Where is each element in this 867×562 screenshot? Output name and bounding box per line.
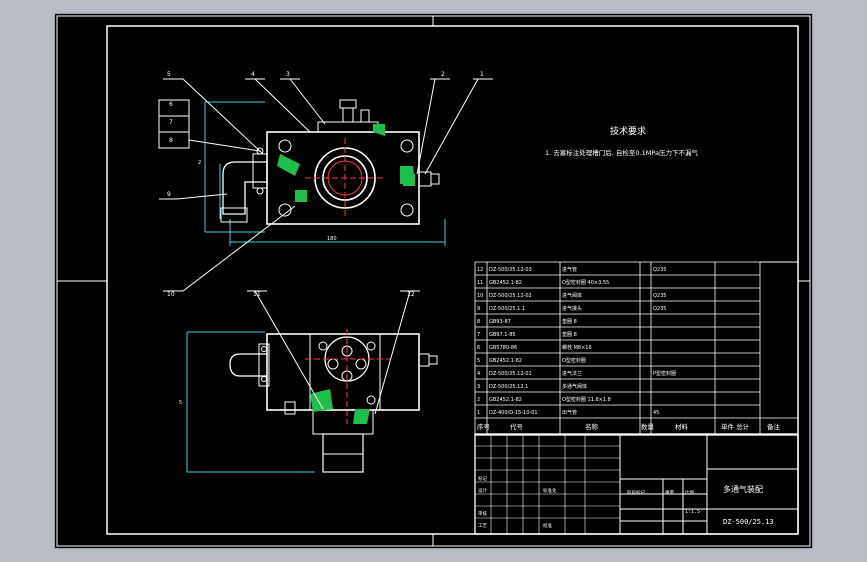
bom-header-5: 单件 总计 bbox=[721, 422, 750, 431]
bom-cell-no: 8 bbox=[477, 319, 480, 325]
bom-cell-name: O型密封圈 11.8×1.8 bbox=[562, 396, 611, 403]
bom-cell-code: GB2452.1-82 bbox=[489, 397, 522, 403]
balloon-1: 1 bbox=[480, 71, 484, 78]
bom-cell-no: 4 bbox=[477, 371, 480, 377]
balloon-7: 7 bbox=[169, 119, 173, 126]
top-view: 180 2 bbox=[158, 71, 493, 298]
balloon-8: 8 bbox=[169, 137, 173, 144]
bom-cell-note: P型密封圈 bbox=[653, 370, 676, 377]
bom-cell-code: GB5780-86 bbox=[489, 345, 517, 351]
tech-requirements-note: 1. 去塞标注处理槽门后, 自检至0.1MPa压力下不漏气 bbox=[545, 148, 698, 157]
bom-cell-no: 12 bbox=[477, 267, 483, 273]
scale-value: 1:1.5 bbox=[685, 509, 700, 515]
bom-cell-name: 进气接头 bbox=[562, 305, 582, 312]
bom-row bbox=[475, 314, 760, 327]
bom-cell-note: 45 bbox=[653, 410, 659, 416]
balloon-12: 12 bbox=[407, 291, 415, 298]
title-name: 多通气装配 bbox=[723, 484, 763, 494]
bom-header-0: 序号 bbox=[477, 422, 491, 431]
balloon-6: 6 bbox=[169, 101, 173, 108]
block-label-stage: 阶段标记 bbox=[627, 489, 645, 496]
bom-cell-code: GB93-87 bbox=[489, 319, 511, 325]
balloon-10: 10 bbox=[167, 291, 175, 298]
bom-cell-no: 3 bbox=[477, 384, 480, 390]
bom-cell-code: DZ-500/25.1.1 bbox=[489, 306, 525, 312]
bom-row bbox=[475, 340, 760, 353]
dim-height-label: 2 bbox=[198, 160, 201, 166]
bom-cell-no: 7 bbox=[477, 332, 480, 338]
bom-cell-no: 10 bbox=[477, 293, 483, 299]
dim-width-label: 180 bbox=[327, 236, 337, 242]
bom-header-1: 代号 bbox=[510, 422, 524, 431]
bom-cell-note: Q235 bbox=[653, 267, 666, 273]
bom-cell-name: 垫圈 8 bbox=[562, 318, 577, 325]
bom-row bbox=[475, 327, 760, 340]
bom-cell-note: Q235 bbox=[653, 306, 666, 312]
bom-header-2: 名称 bbox=[585, 422, 599, 431]
bom-cell-code: DZ-500/25.12-01 bbox=[489, 371, 532, 377]
bom-cell-name: 进气阀体 bbox=[562, 292, 582, 299]
bom-cell-no: 9 bbox=[477, 306, 480, 312]
bom-cell-code: DZ-400/D-15-10-01 bbox=[489, 410, 538, 416]
bom-cell-code: DZ-500/25.12-03 bbox=[489, 267, 532, 273]
drawing-number: DZ-500/25.13 bbox=[723, 518, 774, 526]
assembly-drawing: 180 2 bbox=[56, 15, 811, 547]
bom-cell-code: GB2452.1-82 bbox=[489, 280, 522, 286]
block-label-process: 工艺 bbox=[478, 523, 487, 529]
bom-cell-note: Q235 bbox=[653, 293, 666, 299]
block-label-scale: 比例 bbox=[685, 489, 694, 496]
tech-requirements-title: 技术要求 bbox=[610, 125, 646, 137]
front-view: 5 11 12 bbox=[179, 290, 438, 473]
balloon-3: 3 bbox=[286, 71, 290, 78]
bom-cell-no: 11 bbox=[477, 280, 483, 286]
balloon-9: 9 bbox=[167, 191, 171, 198]
bom-cell-code: DZ-500/25.12.1 bbox=[489, 384, 528, 390]
balloon-2: 2 bbox=[441, 71, 445, 78]
bom-cell-code: GB2452.1-82 bbox=[489, 358, 522, 364]
balloon-11: 11 bbox=[253, 291, 261, 298]
sheet-outer-border bbox=[56, 15, 811, 547]
bom-cell-name: 出气管 bbox=[562, 409, 577, 416]
block-label-std: 标准化 bbox=[543, 487, 557, 494]
bom-cell-code: GB97.1-85 bbox=[489, 332, 516, 338]
bom-cell-name: O型密封圈 bbox=[562, 357, 586, 364]
block-label-design: 设计 bbox=[478, 487, 487, 494]
bom-cell-name: 进气法兰 bbox=[562, 370, 582, 377]
bom-cell-code: DZ-500/25.12-02 bbox=[489, 293, 532, 299]
balloon-4: 4 bbox=[251, 71, 255, 78]
bom-cell-no: 5 bbox=[477, 358, 480, 364]
bom-cell-name: 进气管 bbox=[562, 266, 577, 273]
bom-header-3: 数量 bbox=[641, 422, 655, 431]
cad-drawing-sheet: 180 2 bbox=[55, 14, 812, 548]
bom-cell-name: 螺栓 M8×16 bbox=[562, 344, 592, 351]
bom-cell-name: O型密封圈 40×3.55 bbox=[562, 279, 609, 286]
bom-cell-name: 垫圈 8 bbox=[562, 331, 577, 338]
bom-header-4: 材料 bbox=[675, 422, 689, 431]
bom-header-6: 备注 bbox=[767, 422, 781, 431]
bom-cell-no: 6 bbox=[477, 345, 480, 351]
title-block: 多通气装配 DZ-500/25.13 1:1.5 阶段标记 重量 比例 标记 设… bbox=[474, 433, 799, 535]
balloon-5: 5 bbox=[167, 71, 171, 78]
bom-cell-no: 1 bbox=[477, 410, 480, 416]
bom-cell-no: 2 bbox=[477, 397, 480, 403]
block-label-approve: 批准 bbox=[543, 522, 552, 529]
block-label-review: 审核 bbox=[478, 510, 487, 517]
block-label-mark: 标记 bbox=[478, 475, 487, 482]
dim-front-label: 5 bbox=[179, 400, 182, 406]
bom-cell-name: 多通气阀体 bbox=[562, 383, 587, 390]
block-label-weight: 重量 bbox=[665, 489, 674, 496]
